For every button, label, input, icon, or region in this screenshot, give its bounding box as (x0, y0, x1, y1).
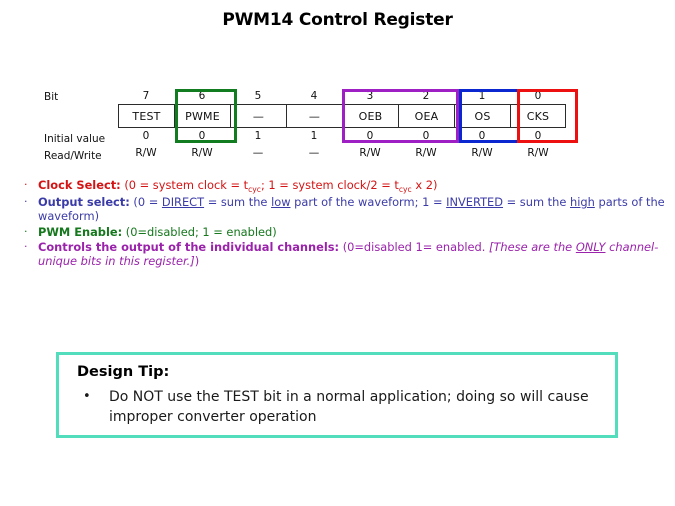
bit-number-6: 6 (198, 90, 206, 102)
bullet-output-select-direct: DIRECT (161, 195, 205, 210)
bit-initial-5: 1 (254, 130, 262, 142)
bullet-pwm-enable: · PWM Enable: (0=disabled; 1 = enabled) (18, 225, 668, 239)
bit-number-4: 4 (310, 90, 318, 102)
bit-column-2: 2 OEA 0 R/W (398, 88, 454, 168)
bullet-output-select-seg5: parts of the waveform) (38, 195, 665, 224)
bullet-channel-controls-seg-end: ) (194, 254, 200, 269)
bit-number-5: 5 (254, 90, 262, 102)
bullet-marker-icon: · (24, 239, 28, 253)
bullet-marker-icon: · (24, 195, 28, 209)
bit-column-4: 4 — 1 — (286, 88, 342, 168)
bit-readwrite-4: — (308, 147, 320, 159)
bullet-output-select-high: high (570, 195, 595, 210)
row-label-bit: Bit (44, 91, 59, 103)
bullet-channel-controls: · Controls the output of the individual … (18, 240, 668, 268)
bit-initial-2: 0 (422, 130, 430, 142)
bullet-output-select-seg4: = sum the (503, 195, 570, 210)
bit-readwrite-0: R/W (527, 147, 549, 159)
bit-initial-1: 0 (478, 130, 486, 142)
bit-cell-cks: CKS (510, 104, 566, 128)
bit-grid: 7 TEST 0 R/W 6 PWME 0 R/W 5 — 1 — 4 — 1 … (118, 88, 566, 168)
bit-number-0: 0 (534, 90, 542, 102)
bit-initial-4: 1 (310, 130, 318, 142)
bit-column-0: 0 CKS 0 R/W (510, 88, 566, 168)
bullet-clock-select-text2: ; 1 = system clock/2 = t (260, 178, 399, 192)
bit-cell-os: OS (454, 104, 510, 128)
bullet-pwm-enable-text: (0=disabled; 1 = enabled) (122, 224, 277, 239)
bullet-output-select: · Output select: (0 = DIRECT = sum the l… (18, 195, 668, 223)
bit-column-3: 3 OEB 0 R/W (342, 88, 398, 168)
bullet-output-select-seg3: part of the waveform; 1 = (290, 195, 447, 210)
bullet-channel-controls-only: ONLY (575, 239, 606, 254)
row-label-initial-value: Initial value (44, 133, 106, 145)
bit-cell-test: TEST (118, 104, 174, 128)
design-tip-title: Design Tip: (77, 364, 170, 380)
bit-number-2: 2 (422, 90, 430, 102)
register-bit-diagram: Bit Initial value Read/Write 7 TEST 0 R/… (0, 88, 675, 173)
bit-readwrite-2: R/W (415, 147, 437, 159)
bit-readwrite-1: R/W (471, 147, 493, 159)
bit-initial-0: 0 (534, 130, 542, 142)
bit-readwrite-5: — (252, 147, 264, 159)
bit-column-5: 5 — 1 — (230, 88, 286, 168)
page-title: PWM14 Control Register (222, 10, 453, 30)
design-tip-callout: Design Tip: • Do NOT use the TEST bit in … (56, 352, 618, 438)
bullet-output-select-low: low (271, 195, 291, 210)
bullet-clock-select-label: Clock Select: (38, 178, 121, 192)
bullet-channel-controls-seg1: (0=disabled 1= enabled. (339, 239, 489, 254)
bullet-channel-controls-italic1: [These are the (489, 239, 576, 254)
design-tip-bullet-icon: • (83, 389, 91, 404)
bullet-channel-controls-label: Controls the output of the individual ch… (38, 239, 340, 254)
bit-number-1: 1 (478, 90, 486, 102)
row-label-read-write: Read/Write (44, 150, 102, 162)
bullet-marker-icon: · (24, 224, 28, 238)
bit-column-1: 1 OS 0 R/W (454, 88, 510, 168)
bullet-clock-select-sub2: cyc (398, 184, 412, 194)
bullet-channel-controls-italic2: channel-unique bits in this register.] (38, 239, 659, 269)
bullet-clock-select-text1: (0 = system clock = t (120, 178, 249, 192)
bullet-output-select-label: Output select: (38, 195, 130, 210)
bullet-output-select-seg2: = sum the (204, 195, 272, 210)
bullet-clock-select-sub1: cyc (248, 184, 261, 194)
description-bullet-list: · Clock Select: (0 = system clock = tcyc… (18, 178, 668, 269)
bullet-pwm-enable-label: PWM Enable: (38, 224, 123, 239)
design-tip-item-text: Do NOT use the TEST bit in a normal appl… (109, 389, 589, 425)
bit-cell-pwme: PWME (174, 104, 230, 128)
bullet-clock-select-text3: x 2) (411, 178, 438, 192)
bit-number-3: 3 (366, 90, 374, 102)
bullet-output-select-seg1: (0 = (129, 195, 162, 210)
bullet-marker-icon: · (24, 178, 28, 191)
bit-initial-6: 0 (198, 130, 206, 142)
bit-cell-reserved-5: — (230, 104, 286, 128)
bit-readwrite-7: R/W (135, 147, 157, 159)
bullet-output-select-inverted: INVERTED (446, 195, 504, 210)
design-tip-list-item: • Do NOT use the TEST bit in a normal app… (81, 387, 629, 427)
bit-readwrite-3: R/W (359, 147, 381, 159)
bit-cell-oea: OEA (398, 104, 454, 128)
bit-cell-oeb: OEB (342, 104, 398, 128)
bit-cell-reserved-4: — (286, 104, 342, 128)
bit-column-7: 7 TEST 0 R/W (118, 88, 174, 168)
bit-number-7: 7 (142, 90, 150, 102)
bit-readwrite-6: R/W (191, 147, 213, 159)
bit-initial-7: 0 (142, 130, 150, 142)
bit-column-6: 6 PWME 0 R/W (174, 88, 230, 168)
bit-initial-3: 0 (366, 130, 374, 142)
bullet-clock-select: · Clock Select: (0 = system clock = tcyc… (18, 178, 668, 194)
